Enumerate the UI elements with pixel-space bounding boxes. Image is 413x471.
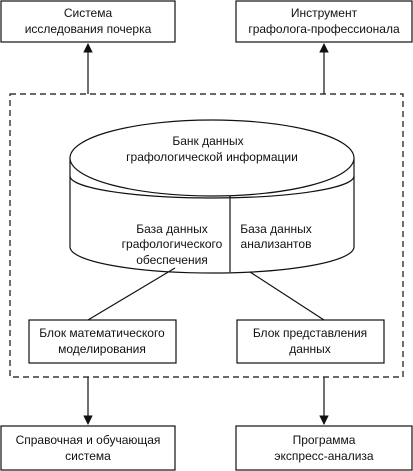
box-handwriting-research-line-2: исследования почерка bbox=[25, 22, 152, 36]
reference-training-line-2: система bbox=[65, 449, 111, 463]
left-db-line-3: обеспечения bbox=[136, 253, 208, 267]
left-db-line-1: База данных bbox=[136, 222, 207, 236]
bank-title-line-2: графологической информации bbox=[126, 150, 298, 164]
box-handwriting-research-line-1: Система bbox=[64, 6, 113, 20]
bank-title-line-1: Банк данных bbox=[172, 134, 243, 148]
box-express-analysis-program: Программа экспресс-анализа bbox=[235, 425, 413, 471]
connector-left bbox=[87, 267, 176, 321]
box-mathematical-modeling: Блок математического моделирования bbox=[28, 319, 177, 364]
box-reference-training-system: Справочная и обучающая система bbox=[0, 425, 176, 471]
left-db-line-2: графологического bbox=[122, 237, 223, 251]
box-professional-graphologist-tool: Инструмент графолога-профессионала bbox=[235, 0, 413, 43]
express-analysis-line-1: Программа bbox=[293, 433, 356, 447]
reference-training-line-1: Справочная и обучающая bbox=[16, 433, 161, 447]
math-modeling-line-1: Блок математического bbox=[39, 326, 165, 340]
right-db-line-2: анализантов bbox=[241, 237, 312, 251]
right-db-line-1: База данных bbox=[240, 222, 311, 236]
data-presentation-line-1: Блок представления bbox=[253, 326, 367, 340]
connector-right bbox=[249, 271, 325, 321]
box-handwriting-research-system: Система исследования почерка bbox=[0, 0, 176, 43]
math-modeling-line-2: моделирования bbox=[58, 342, 146, 356]
box-data-presentation: Блок представления данных bbox=[236, 319, 385, 364]
dashed-system-boundary bbox=[9, 93, 404, 378]
box-professional-tool-line-2: графолога-профессионала bbox=[248, 22, 400, 36]
box-professional-tool-line-1: Инструмент bbox=[291, 6, 358, 20]
data-presentation-line-2: данных bbox=[289, 342, 331, 356]
database-cylinder: Банк данных графологической информации Б… bbox=[69, 119, 355, 274]
express-analysis-line-2: экспресс-анализа bbox=[274, 449, 374, 463]
